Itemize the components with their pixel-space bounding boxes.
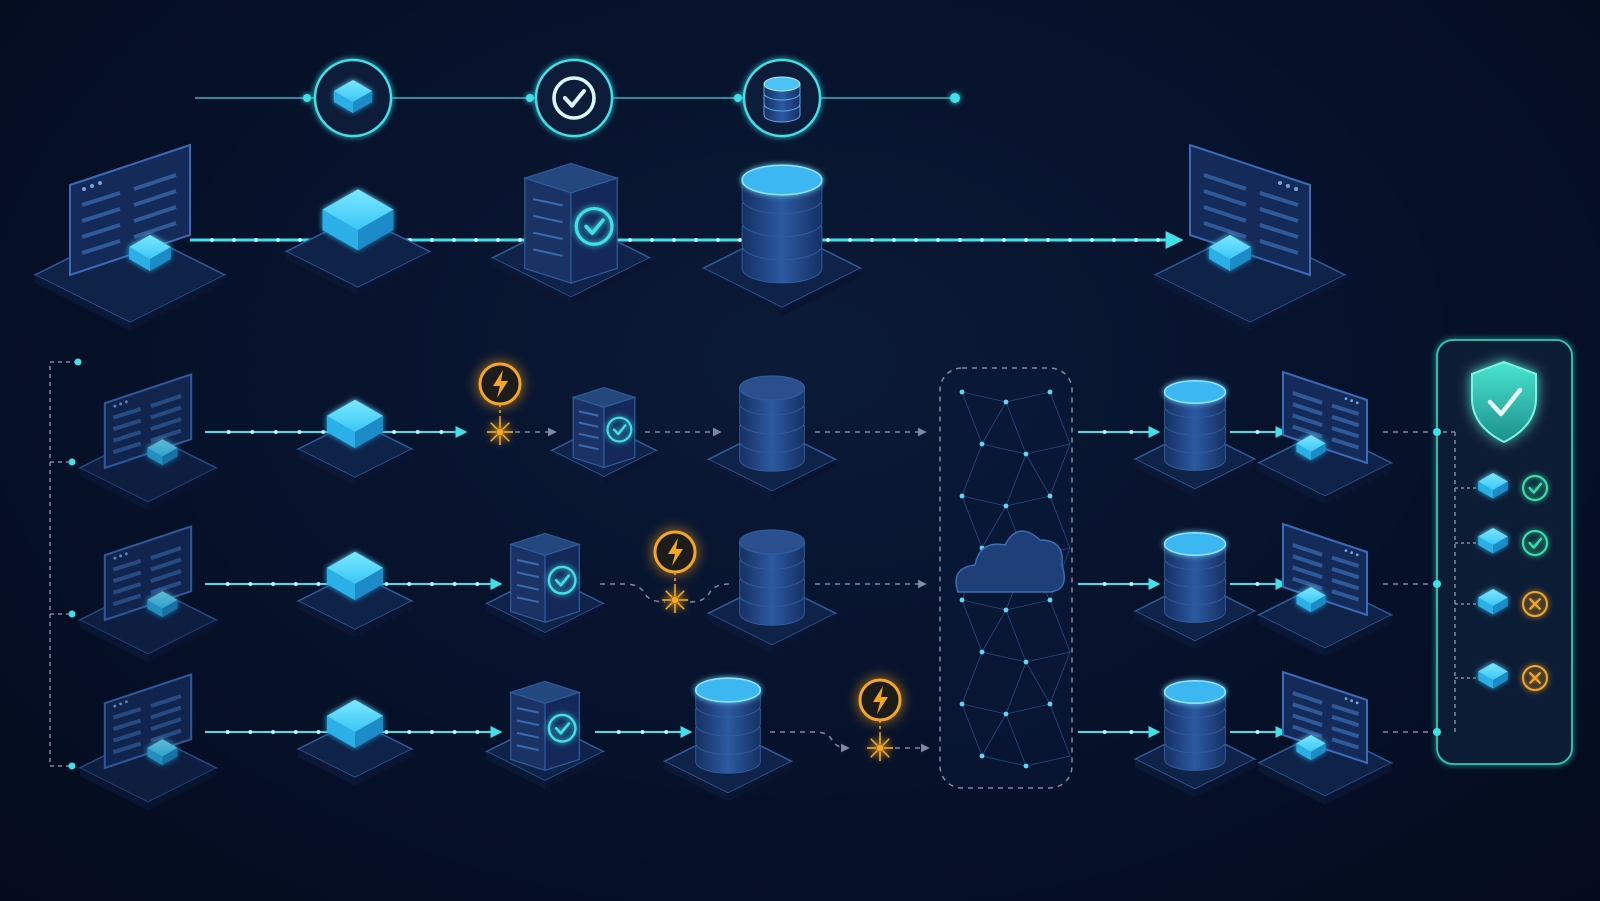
verify-server xyxy=(490,162,652,306)
security-result-fail xyxy=(1455,589,1548,617)
lane-1-flow-b xyxy=(1230,426,1288,438)
lane-3-flow-a xyxy=(1078,726,1161,738)
check-icon xyxy=(1521,529,1549,557)
verify-step xyxy=(534,58,614,138)
branch-3-cube xyxy=(296,699,414,786)
lane-1-flow-a xyxy=(1078,426,1161,438)
check-icon xyxy=(574,206,614,246)
database-icon xyxy=(763,76,801,123)
store-step xyxy=(742,58,822,138)
package-step xyxy=(313,58,393,138)
branch-2-flow-b xyxy=(600,583,666,603)
cube-icon xyxy=(333,80,373,113)
lane-2-flow-b xyxy=(1230,578,1288,590)
lane-1-database xyxy=(1133,380,1257,498)
cloud-mesh xyxy=(939,367,1073,789)
lane-3-database xyxy=(1133,680,1257,798)
lane-2-flow-a xyxy=(1078,578,1161,590)
source-workstation xyxy=(33,143,227,331)
legend-strip xyxy=(195,58,960,138)
branch-1-server xyxy=(549,386,659,485)
lane-1-workstation xyxy=(1256,370,1394,505)
branch-3-server xyxy=(484,680,606,789)
shield-check-icon xyxy=(1471,360,1537,444)
branch-1-cube xyxy=(296,399,414,486)
lane-2-workstation xyxy=(1256,522,1394,657)
x-icon xyxy=(1522,665,1548,691)
branch-3-database xyxy=(662,677,794,802)
branch-2-workstation xyxy=(77,525,219,663)
lane-3-workstation xyxy=(1256,670,1394,805)
security-result-fail xyxy=(1455,663,1548,691)
check-icon xyxy=(606,416,633,443)
security-result-pass xyxy=(1455,473,1549,502)
security-result-pass xyxy=(1455,528,1549,557)
database xyxy=(701,164,863,316)
check-icon xyxy=(1521,474,1549,502)
security-panel xyxy=(1433,339,1573,765)
branch-2-database xyxy=(706,529,838,654)
check-icon xyxy=(547,713,577,743)
branch-3-fault xyxy=(858,678,902,761)
build-cube xyxy=(284,189,432,296)
branch-2-flow-c xyxy=(689,583,731,603)
cloud-icon xyxy=(955,530,1065,593)
branch-1-fault xyxy=(478,362,522,445)
branch-3-flow-c xyxy=(770,731,850,753)
lane-2-database xyxy=(1133,532,1257,650)
branch-2-server xyxy=(484,532,606,641)
branch-2-fault xyxy=(653,530,697,613)
feed-bracket xyxy=(49,358,82,770)
branch-3-flow-b xyxy=(595,726,693,738)
branch-3-workstation xyxy=(77,673,219,811)
check-icon xyxy=(547,565,577,595)
branch-1-workstation xyxy=(77,373,219,511)
branch-1-database xyxy=(706,375,838,500)
check-icon xyxy=(552,76,596,120)
lane-3-flow-b xyxy=(1230,726,1288,738)
branch-2-cube xyxy=(296,551,414,638)
target-workstation xyxy=(1153,143,1347,331)
x-icon xyxy=(1522,591,1548,617)
